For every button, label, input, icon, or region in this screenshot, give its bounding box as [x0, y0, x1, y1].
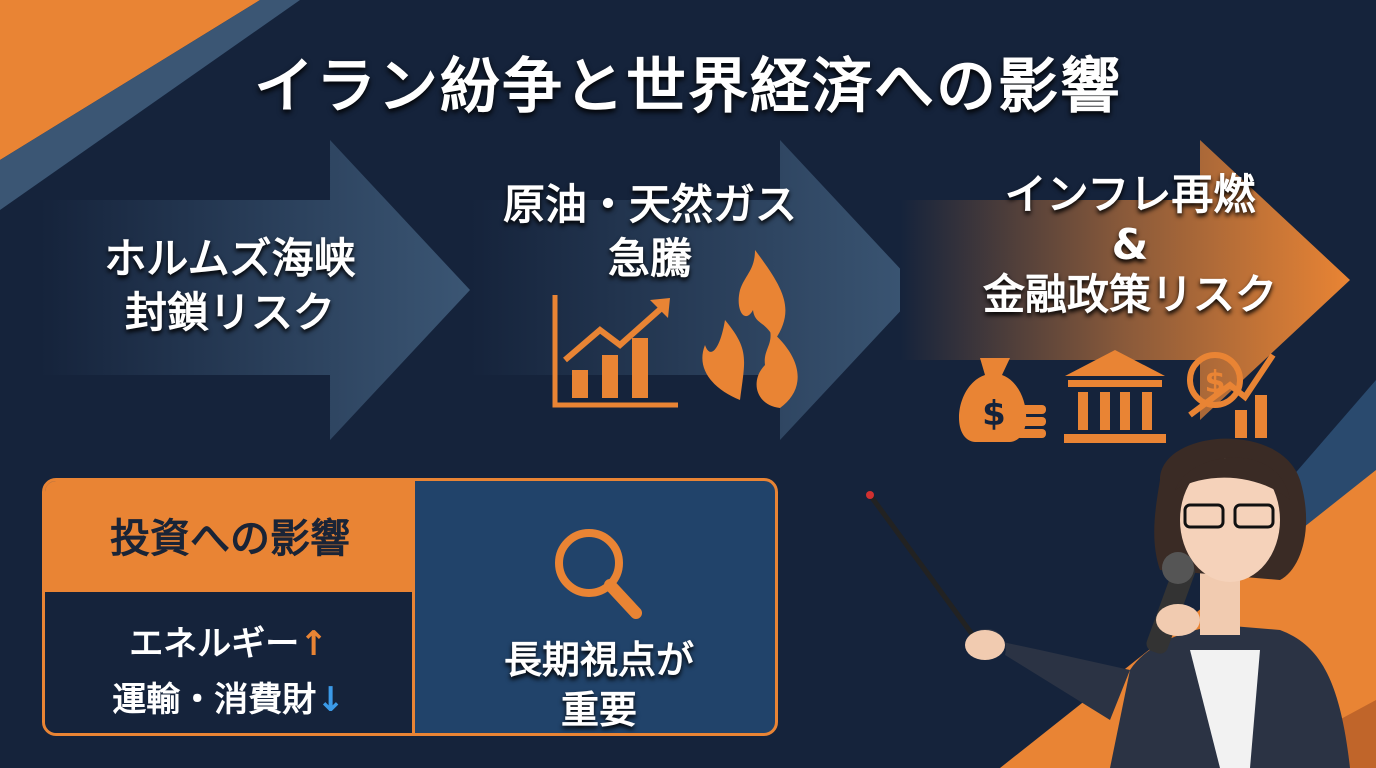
fire-icon: [702, 250, 798, 408]
step-3-line2: &: [1111, 220, 1149, 269]
step-1-line2: 封鎖リスク: [124, 288, 335, 337]
long-term-line2: 重要: [560, 688, 637, 732]
arrow-down-icon: ↓: [316, 680, 345, 720]
energy-row: エネルギー↑: [45, 616, 412, 672]
arrow-up-icon: ↑: [299, 624, 328, 664]
rising-chart-icon: [552, 295, 678, 408]
arrow-3: [900, 140, 1350, 420]
step-3-text: インフレ再燃 & 金融政策リスク: [920, 170, 1340, 320]
step-1-text: ホルムズ海峡 封鎖リスク: [40, 232, 420, 340]
money-bag-icon: $: [958, 358, 1046, 442]
step-1-line1: ホルムズ海峡: [104, 234, 356, 283]
consumer-row: 運輸・消費財↓: [45, 672, 412, 728]
svg-text:$: $: [982, 394, 1006, 434]
bank-icon: [1064, 350, 1166, 443]
page-title: イラン紛争と世界経済への影響: [254, 52, 1122, 122]
panel-header: 投資への影響: [45, 481, 415, 589]
long-term-text: 長期視点が 重要: [417, 635, 775, 733]
long-term-view: 長期視点が 重要: [417, 481, 775, 733]
presenter-illustration: [866, 438, 1350, 768]
step-3-line3: 金融政策リスク: [982, 270, 1277, 319]
arrow-1: [40, 140, 470, 440]
investment-impact-panel: 投資への影響 エネルギー↑ 運輸・消費財↓ 長期視点が 重要: [42, 478, 778, 736]
magnifier-icon: [555, 529, 642, 619]
energy-label: エネルギー: [129, 624, 300, 664]
step-3-line1: インフレ再燃: [1004, 170, 1256, 219]
long-term-line1: 長期視点が: [503, 638, 694, 682]
step-2-line2: 急騰: [607, 234, 692, 283]
step-2-text: 原油・天然ガス 急騰: [460, 178, 840, 286]
consumer-label: 運輸・消費財: [112, 680, 317, 720]
dollar-growth-icon: $: [1187, 352, 1276, 438]
sector-impact: エネルギー↑ 運輸・消費財↓: [45, 589, 415, 733]
step-2-line1: 原油・天然ガス: [502, 180, 797, 229]
arrow-2: [470, 140, 920, 440]
